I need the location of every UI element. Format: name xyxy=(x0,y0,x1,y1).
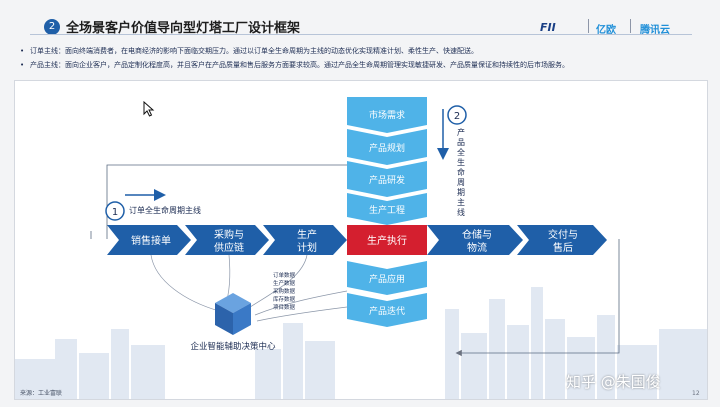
chevron-label: 物流 xyxy=(467,241,487,254)
title-underline xyxy=(30,34,692,35)
order-line-number: 1 xyxy=(112,207,118,218)
logo-divider xyxy=(630,19,631,33)
product-line-char: 主 xyxy=(457,197,465,207)
chevron-label: 交付与 xyxy=(548,228,578,241)
product-lifecycle-top-blocks: 市场需求 产品规划 产品研发 生产工程 xyxy=(347,97,427,225)
block-label: 市场需求 xyxy=(369,109,405,121)
chevron-label: 计划 xyxy=(297,241,317,254)
chevron-label: 销售接单 xyxy=(131,234,171,247)
framework-diagram: 市场需求 产品规划 产品研发 生产工程 销售接单 采购与 供应链 生产 计划 xyxy=(90,97,620,357)
chevron-sales-order xyxy=(107,225,191,255)
block-label: 产品研发 xyxy=(369,174,405,186)
product-line-char: 期 xyxy=(457,188,465,197)
tencent-cloud-logo: 腾讯云 xyxy=(640,25,670,36)
logo-divider xyxy=(588,19,589,33)
block-product-iteration xyxy=(347,293,427,327)
block-label: 生产工程 xyxy=(369,204,405,216)
page-title: 全场景客户价值导向型灯塔工厂设计框架 xyxy=(66,21,301,36)
cube-icon xyxy=(215,293,251,335)
data-label: 订单数据 xyxy=(273,271,296,279)
note-product-line: 产品主线：面向企业客户，产品定制化程度高，并且客户在产品质量和售后服务方面要求较… xyxy=(20,58,696,72)
block-production-engineering xyxy=(347,193,427,225)
chevron-label: 售后 xyxy=(553,241,573,254)
product-line-char: 品 xyxy=(457,138,465,147)
chevron-delivery xyxy=(517,225,607,255)
product-line-char: 命 xyxy=(457,167,465,177)
product-line-char: 全 xyxy=(457,147,465,157)
section-number-badge: 2 xyxy=(44,19,60,35)
block-product-application xyxy=(347,261,427,295)
chevron-label: 仓储与 xyxy=(462,228,492,241)
product-line-char: 生 xyxy=(457,157,465,167)
block-market-demand xyxy=(347,97,427,133)
data-label: 项目数据 xyxy=(273,303,296,311)
product-lifecycle-bottom-blocks: 产品应用 产品迭代 xyxy=(347,261,427,327)
city-skyline-background xyxy=(15,287,707,399)
chevron-label: 采购与 xyxy=(214,228,244,241)
block-label: 产品应用 xyxy=(369,273,405,285)
product-line-char: 周 xyxy=(457,178,465,187)
block-label: 产品规划 xyxy=(369,142,405,154)
chevron-label: 生产 xyxy=(297,228,317,241)
data-label: 生产数据 xyxy=(273,279,296,287)
chevron-procurement xyxy=(185,225,269,255)
data-labels: 订单数据 生产数据 采购数据 库存数据 项目数据 xyxy=(273,271,296,311)
data-label: 库存数据 xyxy=(273,295,296,303)
block-label: 产品迭代 xyxy=(369,305,405,317)
diagram-panel: 市场需求 产品规划 产品研发 生产工程 销售接单 采购与 供应链 生产 计划 xyxy=(14,80,708,400)
chevron-warehousing xyxy=(427,225,523,255)
loop-line-bottom xyxy=(455,239,620,357)
production-execution-block xyxy=(347,225,427,255)
notes-box: 订单主线：面向终端消费者，在电商经济的影响下面临交期压力。通过以订单全生命周期为… xyxy=(20,44,696,72)
title-bar: 2 全场景客户价值导向型灯塔工厂设计框架 FII 亿欧 腾讯云 xyxy=(0,8,720,38)
chevron-label: 供应链 xyxy=(214,241,244,254)
product-line-number: 2 xyxy=(454,111,460,122)
block-product-planning xyxy=(347,129,427,165)
watermark: 知乎 @朱国俊 xyxy=(566,373,661,391)
order-line-number-badge xyxy=(105,201,125,221)
block-product-rnd xyxy=(347,161,427,197)
page-number: 12 xyxy=(692,390,700,397)
product-line-char: 产 xyxy=(457,127,465,137)
chevron-production-planning xyxy=(263,225,347,255)
order-chevrons: 销售接单 采购与 供应链 生产 计划 xyxy=(107,225,347,255)
order-line-label: 订单全生命周期主线 xyxy=(129,205,201,215)
mouse-cursor-icon xyxy=(143,101,155,117)
production-execution-label: 生产执行 xyxy=(367,234,407,247)
decision-center-label: 企业智能辅助决策中心 xyxy=(190,341,276,352)
source-note: 来源：工业富联 xyxy=(20,390,63,397)
fii-logo: FII xyxy=(540,21,556,34)
yiou-logo: 亿欧 xyxy=(596,25,616,36)
product-line-label: 产 品 全 生 命 周 期 主 线 xyxy=(457,127,465,217)
data-label: 采购数据 xyxy=(273,287,296,295)
product-line-char: 线 xyxy=(457,207,465,217)
product-line-number-badge xyxy=(447,105,467,125)
delivery-chevrons: 仓储与 物流 交付与 售后 xyxy=(427,225,607,255)
note-order-line: 订单主线：面向终端消费者，在电商经济的影响下面临交期压力。通过以订单全生命周期为… xyxy=(20,44,696,58)
